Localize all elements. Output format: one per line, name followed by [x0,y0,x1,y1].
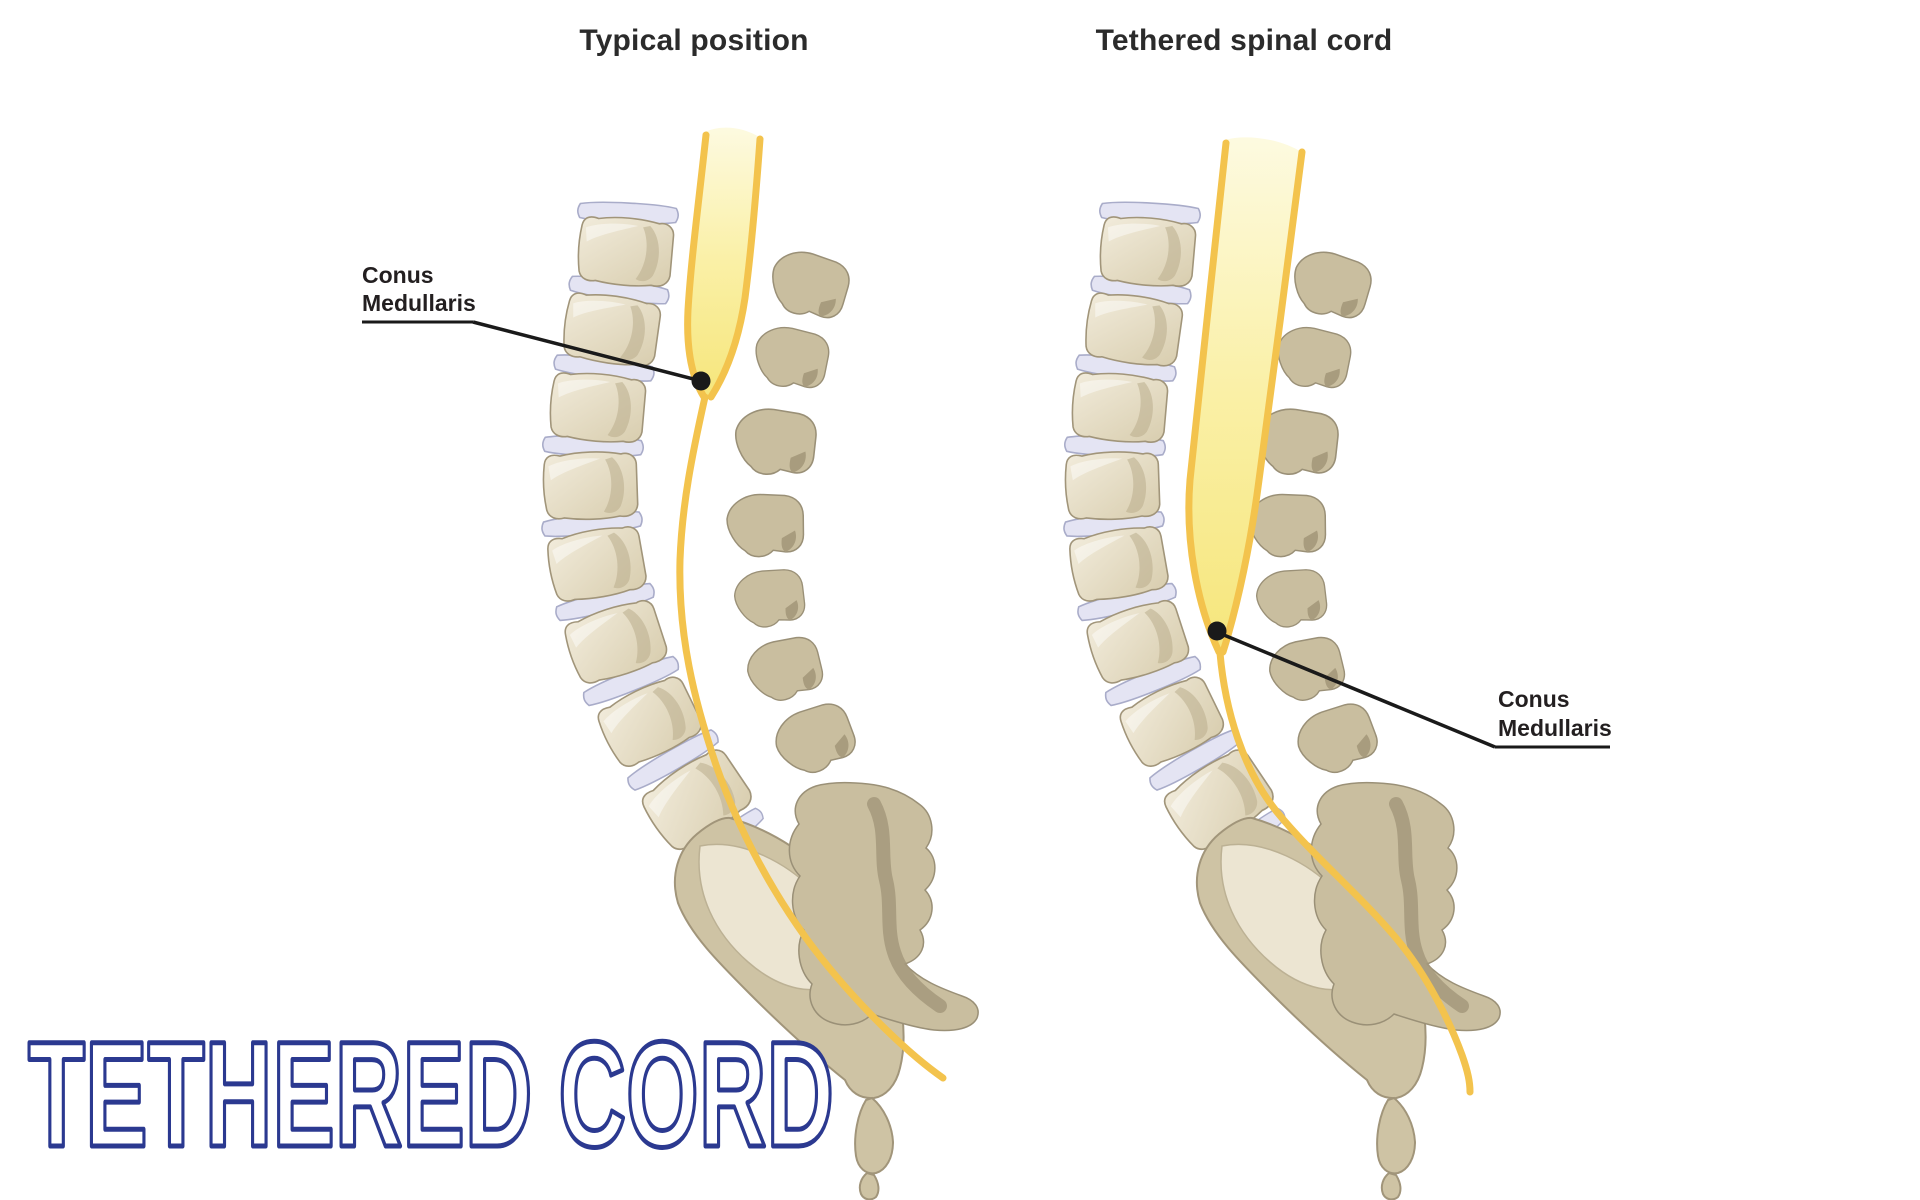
conus-label-right-line2: Medullaris [1498,715,1612,741]
cord-borders-typical [684,131,764,401]
panel-typical: Conus Medullaris Typical position [362,24,978,1199]
spinal-cord-tethered [1185,137,1474,1096]
panel-title-typical: Typical position [579,24,808,57]
label-pointer-right [1218,631,1496,749]
conus-marker-left [691,371,711,391]
panel-title-tethered: Tethered spinal cord [1096,24,1393,57]
label-pointer-left [472,320,702,383]
cord-fill-tethered [1187,137,1303,651]
spinal-cord-typical [676,127,947,1082]
conus-label-left-line1: Conus [362,262,434,288]
filum-terminale-typical [676,393,947,1082]
cord-borders-tethered [1185,139,1306,656]
cord-fill-typical [687,127,761,396]
conus-label-left-line2: Medullaris [362,290,476,316]
panel-tethered: Conus Medullaris Tethered spinal cord [1063,24,1612,1199]
conus-marker-right [1207,621,1227,641]
conus-annotation-left: Conus Medullaris [362,262,711,391]
filum-terminale-tethered [1216,649,1474,1096]
spine-illustration-right [1063,200,1500,1199]
caption-title: TETHERED CORD [28,1010,834,1178]
conus-annotation-right: Conus Medullaris [1207,621,1612,749]
conus-label-right-line1: Conus [1498,686,1570,712]
